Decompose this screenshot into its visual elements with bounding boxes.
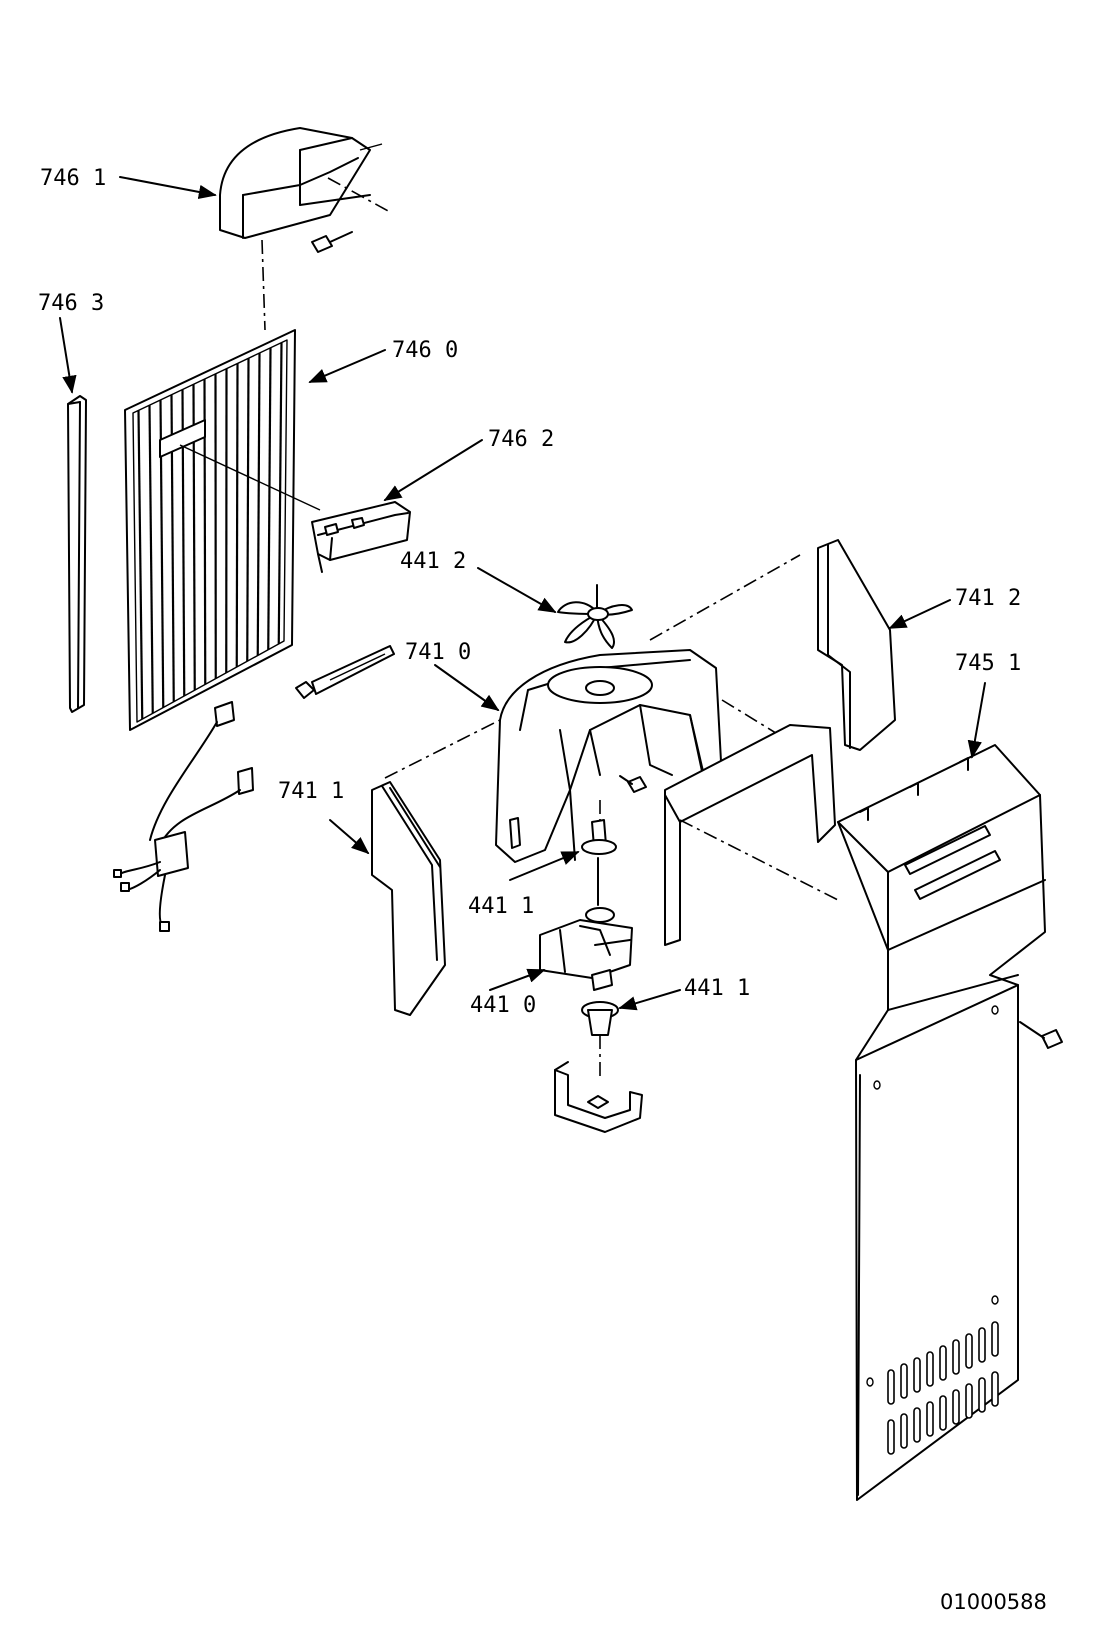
vent-slot [926, 1351, 934, 1387]
part-441-1-bushing-lower [581, 1001, 619, 1080]
vent-slot [939, 1345, 947, 1381]
evaporator-fin [256, 353, 261, 656]
vent-slot [900, 1413, 908, 1449]
cable-tie [295, 645, 395, 699]
vent-slot [952, 1389, 960, 1425]
part-746-2-bracket [311, 501, 411, 573]
callout-741-0: 741 0 [405, 640, 471, 665]
callout-746-1: 746 1 [40, 166, 106, 191]
wiring-harness [113, 701, 254, 932]
callout-441-1-upper: 441 1 [468, 894, 534, 919]
callout-741-1: 741 1 [278, 779, 344, 804]
callout-441-1-lower: 441 1 [684, 976, 750, 1001]
vent-slot [939, 1395, 947, 1431]
vent-slot [900, 1363, 908, 1399]
leader-dashed-cover [261, 239, 266, 331]
evaporator-fin [148, 405, 154, 714]
callout-745-1: 745 1 [955, 651, 1021, 676]
vent-slot [913, 1407, 921, 1443]
part-441-2-fan-blade [557, 584, 633, 649]
evaporator-fin [137, 410, 144, 720]
callout-labels: 746 1 746 3 746 0 746 2 441 2 741 2 741 … [38, 166, 1021, 1018]
callout-441-0: 441 0 [470, 993, 536, 1018]
callout-746-3: 746 3 [38, 291, 104, 316]
u-bracket [664, 724, 836, 946]
part-745-1-duct-panel [679, 744, 1046, 1501]
part-741-0-fan-shroud [495, 554, 821, 863]
vent-slot [978, 1377, 986, 1413]
part-746-3-strip [67, 395, 87, 713]
vent-slot [913, 1357, 921, 1393]
vent-slot [887, 1419, 895, 1455]
motor-mount-bracket [554, 1061, 643, 1133]
callout-441-2: 441 2 [400, 549, 466, 574]
document-number: 01000588 [940, 1590, 1047, 1614]
vent-slot [965, 1383, 973, 1419]
vent-slot [952, 1339, 960, 1375]
callout-746-0: 746 0 [392, 338, 458, 363]
screw-741-0 [619, 775, 647, 793]
vent-slot [887, 1369, 895, 1405]
part-741-2-side-panel [817, 539, 896, 751]
screw-745-1 [1019, 1021, 1063, 1049]
leader-arrows [59, 176, 986, 1011]
part-746-1-cover [219, 127, 391, 239]
vent-slot [991, 1371, 999, 1407]
part-746-0-evaporator [124, 329, 321, 731]
evaporator-fin [235, 363, 239, 668]
vent-slots [887, 1321, 999, 1455]
evaporator-fin [267, 347, 272, 650]
vent-slot [926, 1401, 934, 1437]
evaporator-fin [277, 342, 283, 644]
callout-746-2: 746 2 [488, 427, 554, 452]
vent-slot [965, 1333, 973, 1369]
callout-741-2: 741 2 [955, 586, 1021, 611]
vent-slot [978, 1327, 986, 1363]
part-441-0-fan-motor [539, 857, 633, 991]
part-441-1-bushing-upper [581, 800, 617, 855]
part-741-1-side-panel [371, 719, 501, 1016]
evaporator-fin [246, 358, 250, 662]
vent-slot [991, 1321, 999, 1357]
screw-746-1 [311, 231, 353, 253]
